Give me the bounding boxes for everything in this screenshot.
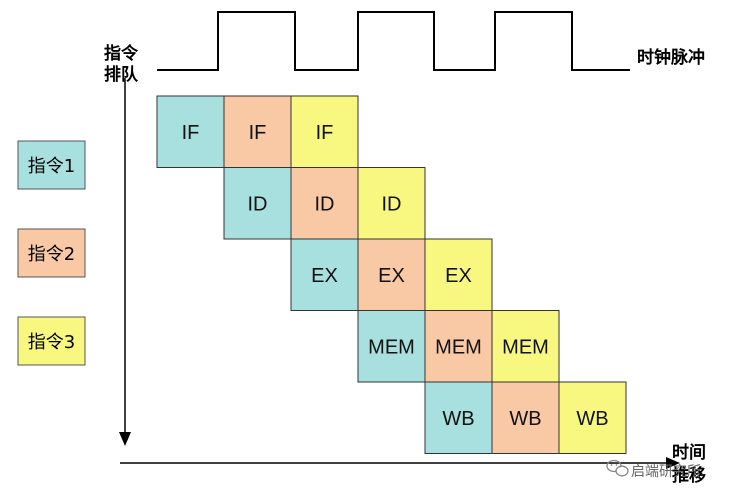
cell-wb-instr2 (491, 381, 560, 454)
cell-mem-instr3 (491, 310, 560, 383)
cell-label-id-instr1: ID (248, 193, 268, 215)
cell-id-instr1 (223, 167, 292, 240)
time-label-line2: 推移 (672, 465, 706, 486)
cell-label-wb-instr2: WB (509, 408, 541, 430)
cell-label-ex-instr2: EX (378, 265, 405, 287)
legend-box-3 (17, 316, 86, 366)
cell-ex-instr1 (290, 238, 359, 311)
legend: 指令1 指令2 指令3 (17, 140, 86, 366)
time-axis-arrowhead (666, 457, 680, 469)
legend-label-2: 指令2 (28, 244, 75, 265)
cell-ex-instr3 (424, 238, 493, 311)
cell-label-ex-instr3: EX (445, 265, 472, 287)
legend-box-1 (17, 140, 86, 190)
cell-label-mem-instr3: MEM (502, 336, 549, 358)
watermark-text: 启端研究所 (631, 464, 701, 480)
cell-if-instr1 (156, 95, 225, 168)
queue-label-line1: 指令 (104, 43, 139, 64)
cell-label-id-instr2: ID (315, 193, 335, 215)
wechat-icon (606, 459, 629, 477)
cell-label-wb-instr3: WB (576, 408, 608, 430)
cell-label-wb-instr1: WB (442, 408, 474, 430)
pipeline-cells: IF IF IF ID ID ID EX EX EX MEM MEM MEM WB WB WB (156, 95, 627, 454)
cell-label-mem-instr2: MEM (435, 336, 482, 358)
legend-label-3: 指令3 (28, 332, 75, 353)
watermark: 启端研究所 (606, 459, 701, 480)
instruction-axis-arrowhead (119, 432, 131, 446)
cell-label-if-instr1: IF (182, 122, 200, 144)
cell-wb-instr3 (558, 381, 627, 454)
queue-label-line2: 排队 (104, 64, 139, 85)
cell-label-mem-instr1: MEM (368, 336, 415, 358)
cell-label-if-instr2: IF (249, 122, 267, 144)
cell-id-instr3 (357, 167, 426, 240)
time-label-line1: 时间 (672, 442, 706, 463)
cell-id-instr2 (290, 167, 359, 240)
cell-label-if-instr3: IF (316, 122, 334, 144)
clock-label: 时钟脉冲 (637, 47, 705, 68)
legend-box-2 (17, 228, 86, 278)
cell-ex-instr2 (357, 238, 426, 311)
cell-mem-instr2 (424, 310, 493, 383)
legend-label-1: 指令1 (28, 156, 75, 177)
cell-label-id-instr3: ID (382, 193, 402, 215)
cell-label-ex-instr1: EX (311, 265, 338, 287)
clock-pulse-waveform (157, 11, 630, 71)
cell-wb-instr1 (424, 381, 493, 454)
